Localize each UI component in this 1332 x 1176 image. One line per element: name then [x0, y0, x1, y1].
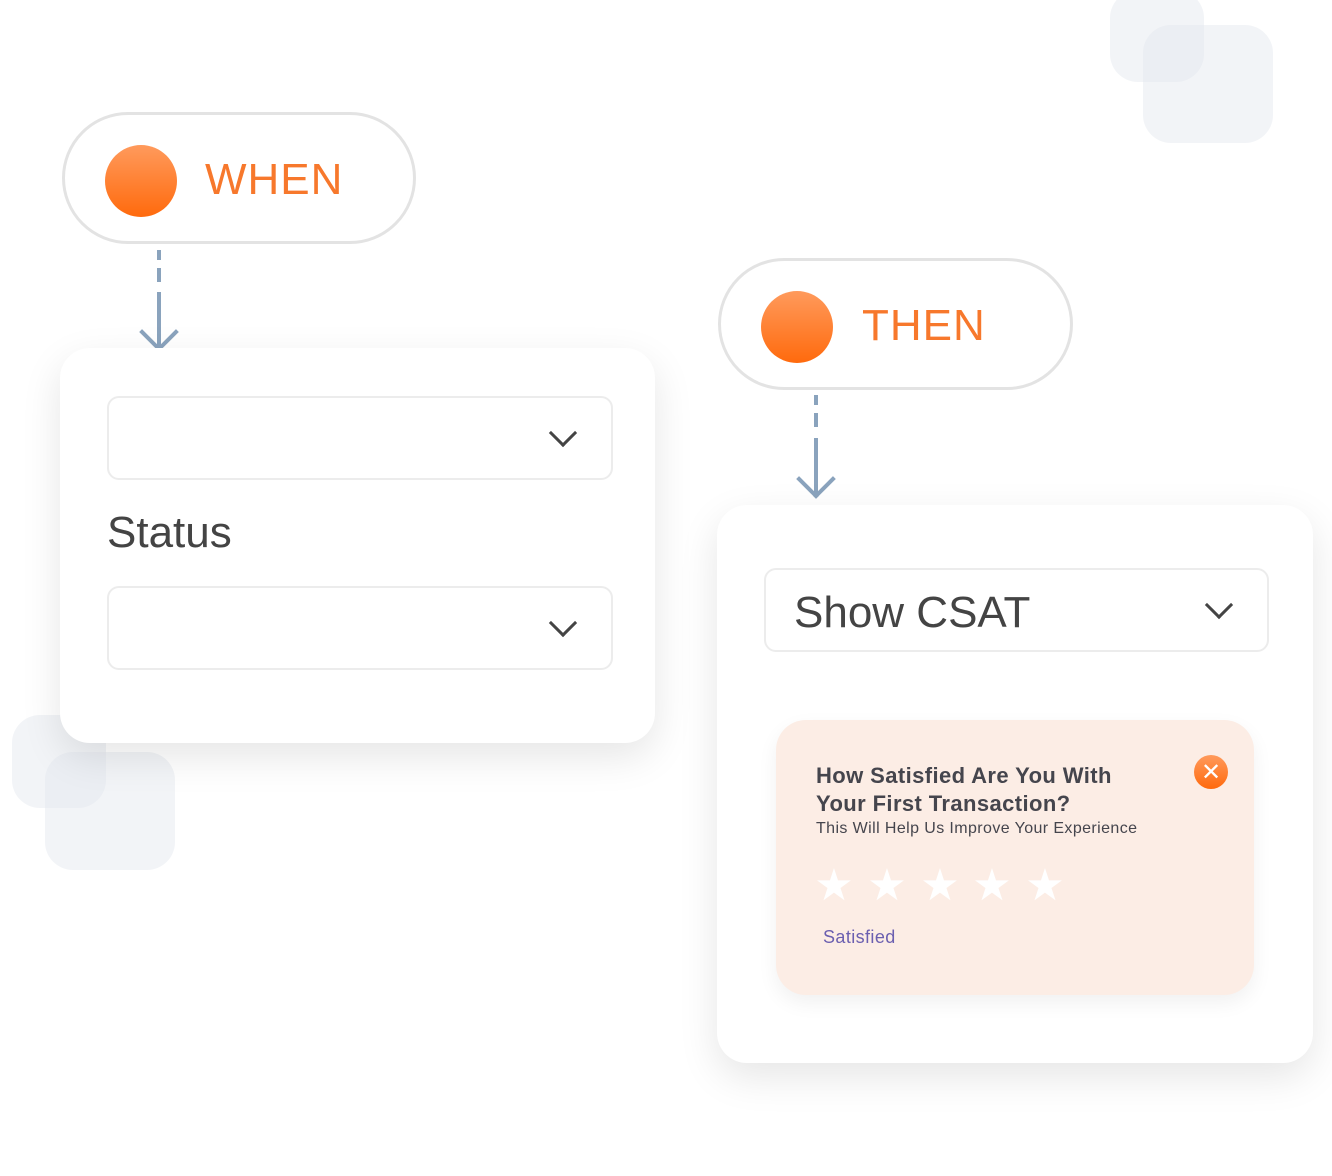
connector-dash [157, 250, 161, 260]
connector-line [157, 292, 161, 346]
arrow-down-icon [139, 312, 179, 352]
when-dot-icon [105, 145, 177, 217]
csat-question: How Satisfied Are You With Your First Tr… [816, 763, 1112, 816]
rating-star-5[interactable]: ★ [1025, 861, 1065, 910]
action-dropdown-value: Show CSAT [794, 588, 1031, 637]
close-button[interactable]: ✕ [1194, 755, 1228, 789]
status-label: Status [107, 508, 232, 557]
action-dropdown[interactable]: Show CSAT [764, 568, 1269, 652]
chevron-down-icon [548, 608, 578, 638]
when-trigger-pill[interactable]: WHEN [62, 112, 416, 244]
decorative-square [45, 752, 175, 870]
when-label: WHEN [205, 155, 344, 204]
rating-star-1[interactable]: ★ [814, 861, 854, 910]
condition-card: Status [60, 348, 655, 743]
status-dropdown[interactable] [107, 586, 613, 670]
rating-label: Satisfied [823, 927, 896, 947]
arrow-down-icon [796, 459, 836, 499]
then-dot-icon [761, 291, 833, 363]
rating-star-3[interactable]: ★ [920, 861, 960, 910]
connector-dash [814, 395, 818, 405]
then-action-pill[interactable]: THEN [718, 258, 1073, 390]
decorative-square [1110, 0, 1204, 82]
condition-field-dropdown[interactable] [107, 396, 613, 480]
connector-line [814, 438, 818, 494]
csat-popup [776, 720, 1254, 995]
csat-subtitle: This Will Help Us Improve Your Experienc… [816, 820, 1138, 837]
connector-dash [814, 413, 818, 427]
then-label: THEN [862, 301, 986, 350]
connector-dash [157, 268, 161, 282]
chevron-down-icon [1204, 590, 1234, 620]
rating-star-2[interactable]: ★ [867, 861, 907, 910]
rating-star-4[interactable]: ★ [972, 861, 1012, 910]
chevron-down-icon [548, 418, 578, 448]
decorative-square [1143, 25, 1273, 143]
close-icon: ✕ [1200, 758, 1222, 786]
